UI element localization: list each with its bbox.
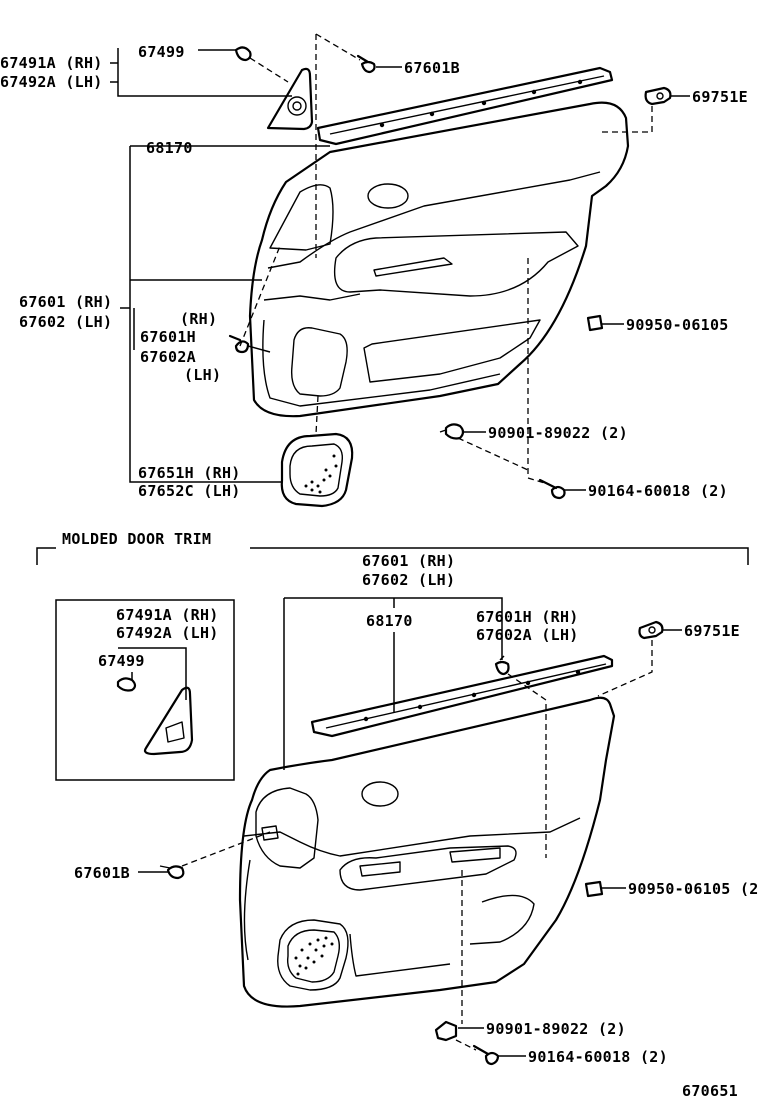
plug-90950-top <box>586 314 604 332</box>
label-t2-67499: 67499 <box>98 652 145 670</box>
section-header: MOLDED DOOR TRIM <box>36 530 749 565</box>
label-t1-90164: 90164-60018 (2) <box>588 482 728 500</box>
label-t2-67602: 67602 (LH) <box>362 571 455 589</box>
label-t1-90901: 90901-89022 (2) <box>488 424 628 442</box>
door-trim-panel-top <box>248 101 630 418</box>
screw-67601b-bottom <box>159 865 185 880</box>
grille-dots-bottom <box>294 936 334 976</box>
label-t2-67492a: 67492A (LH) <box>116 624 219 642</box>
mirror-cover-top <box>266 67 314 131</box>
label-t1-90950: 90950-06105 <box>626 316 729 334</box>
label-t2-67601b: 67601B <box>74 864 130 882</box>
label-t2-90901: 90901-89022 (2) <box>486 1020 626 1038</box>
screw-67601h-top <box>228 334 250 354</box>
clip-67499-top <box>234 46 252 62</box>
label-t2-68170: 68170 <box>366 612 413 630</box>
grille-dots-top <box>304 454 338 494</box>
label-t1-68170: 68170 <box>146 139 193 157</box>
clip-90901-top <box>439 423 465 440</box>
door-trim-panel-bottom <box>238 696 616 1008</box>
label-t1-rh: (RH) <box>180 310 217 328</box>
clip-69751e-top <box>644 86 672 106</box>
label-t1-69751e: 69751E <box>692 88 748 106</box>
label-t2-67601h: 67601H (RH) <box>476 608 579 626</box>
label-t1-67652c: 67652C (LH) <box>138 482 241 500</box>
section-title: MOLDED DOOR TRIM <box>62 530 211 548</box>
clip-69751e-bottom <box>638 620 664 640</box>
label-t2-90950: 90950-06105 (2) <box>628 880 760 898</box>
bottom-assembly: 67601 (RH) 67602 (LH) 68170 67601H (RH) … <box>55 552 760 1100</box>
plug-90950-bottom <box>584 880 604 898</box>
top-assembly: 67499 67491A (RH) 67492A (LH) 67601B 697… <box>0 33 748 508</box>
leader-lines-top <box>110 33 690 491</box>
label-t2-90164: 90164-60018 (2) <box>528 1048 668 1066</box>
label-t1-lh: (LH) <box>184 366 221 384</box>
clip-90901-bottom <box>434 1020 458 1042</box>
label-t1-67499: 67499 <box>138 43 185 61</box>
speaker-grille-top <box>280 432 354 508</box>
weatherstrip-68170-top <box>316 66 614 146</box>
screw-90164-top <box>538 478 566 500</box>
label-t1-67651h: 67651H (RH) <box>138 464 241 482</box>
weatherstrip-68170-bottom <box>310 654 614 738</box>
inset-box <box>55 599 235 781</box>
label-t1-67602: 67602 (LH) <box>19 313 112 331</box>
label-t1-67491a: 67491A (RH) <box>0 54 103 72</box>
label-t1-67601h: 67601H <box>140 328 196 346</box>
label-t1-67602a: 67602A <box>140 348 196 366</box>
label-t1-67601: 67601 (RH) <box>19 293 112 311</box>
leader-lines-bottom <box>138 597 682 1057</box>
screw-90164-bottom <box>472 1044 500 1066</box>
label-t1-67601b: 67601B <box>404 59 460 77</box>
screw-67601b-top <box>356 54 376 74</box>
figure-number: 670651 <box>682 1082 738 1100</box>
label-t2-67601: 67601 (RH) <box>362 552 455 570</box>
label-t2-69751e: 69751E <box>684 622 740 640</box>
label-t2-67491a: 67491A (RH) <box>116 606 219 624</box>
label-t2-67602a: 67602A (LH) <box>476 626 579 644</box>
label-t1-67492a: 67492A (LH) <box>0 73 103 91</box>
